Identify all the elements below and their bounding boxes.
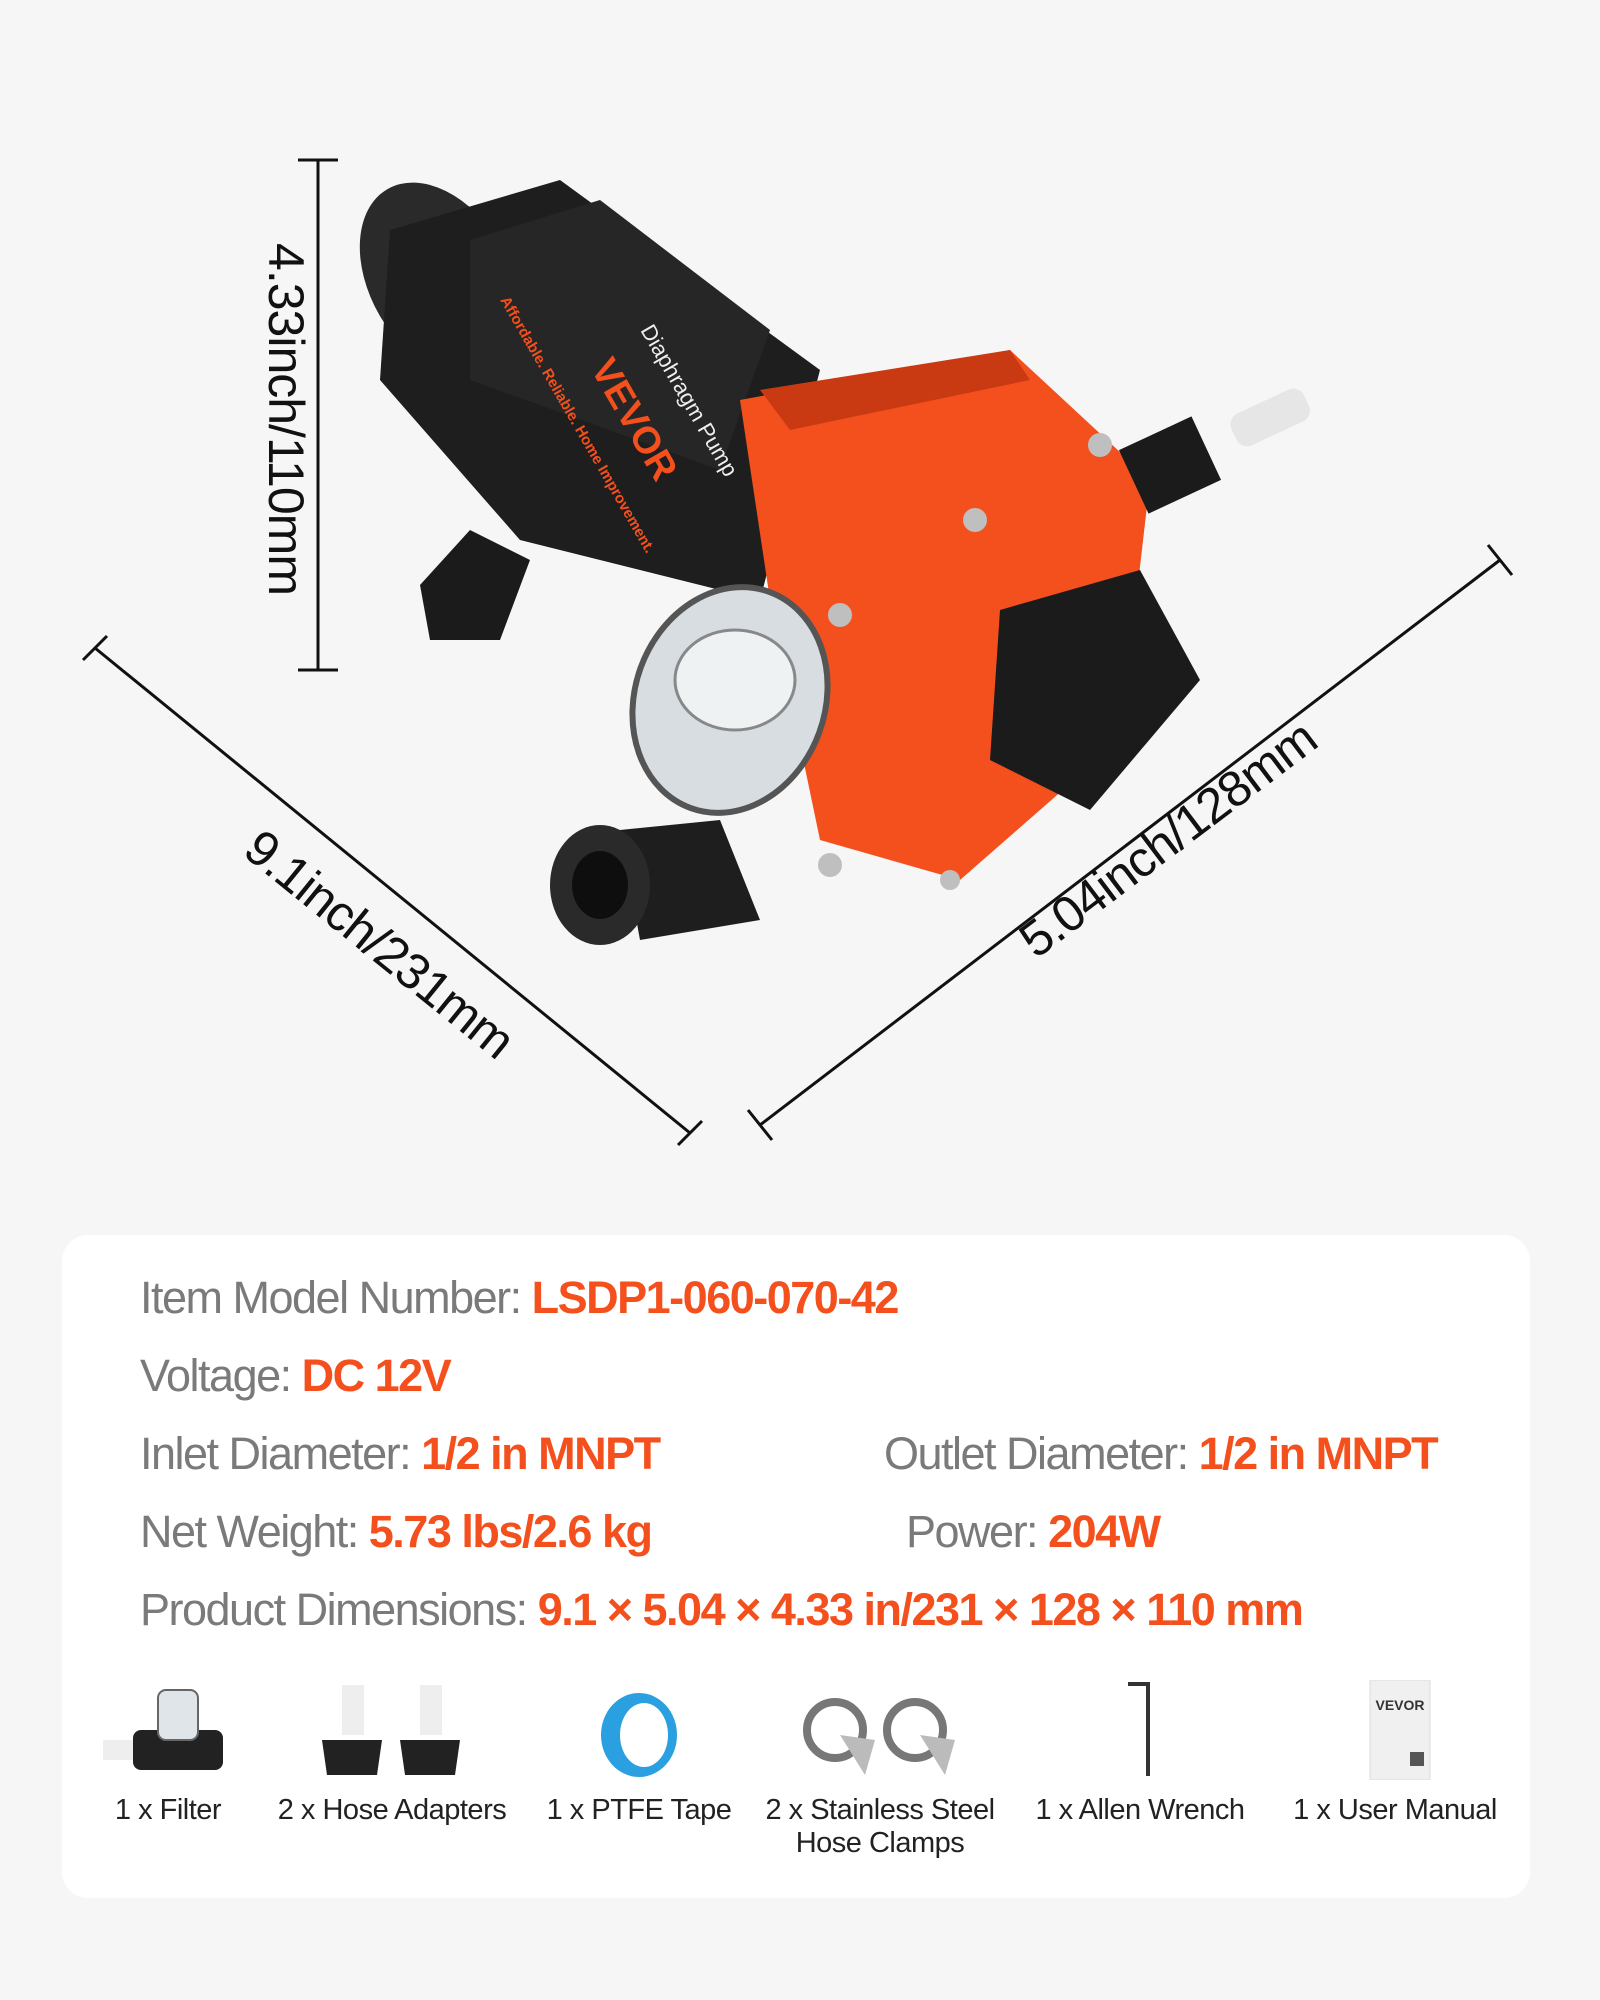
dimension-lines [81,158,1514,1147]
accessory-hose-adapters: 2 x Hose Adapters [272,1680,512,1827]
spec-dimensions: Product Dimensions: 9.1 × 5.04 × 4.33 in… [140,1584,1304,1635]
hose-adapter-icon [322,1685,460,1775]
accessory-user-manual: VEVOR 1 x User Manual [1275,1680,1515,1827]
spec-power: Power: 204W [906,1506,1161,1557]
manual-logo: VEVOR [1375,1697,1424,1713]
product-illustration: VEVOR Diaphragm Pump Affordable. Reliabl… [81,158,1514,1147]
spec-model: Item Model Number: LSDP1-060-070-42 [140,1272,899,1323]
filter-icon [103,1689,223,1770]
accessory-hose-clamps: 2 x Stainless Steel Hose Clamps [760,1680,1000,1860]
spec-outlet: Outlet Diameter: 1/2 in MNPT [884,1428,1439,1479]
allen-wrench-icon [1128,1682,1150,1776]
spec-card [62,1235,1530,1898]
pump: VEVOR Diaphragm Pump Affordable. Reliabl… [359,180,1310,945]
hose-clamp-icon [803,1698,955,1775]
ptfe-tape-icon [601,1693,677,1777]
accessory-filter: 1 x Filter [48,1680,288,1827]
height-dimension-label: 4.33inch/110mm [257,243,314,595]
spec-weight: Net Weight: 5.73 lbs/2.6 kg [140,1506,653,1557]
accessory-ptfe-tape: 1 x PTFE Tape [519,1680,759,1827]
accessory-allen-wrench: 1 x Allen Wrench [1020,1680,1260,1827]
spec-voltage: Voltage: DC 12V [140,1350,452,1401]
user-manual-icon: VEVOR [1369,1680,1431,1780]
spec-inlet: Inlet Diameter: 1/2 in MNPT [140,1428,661,1479]
